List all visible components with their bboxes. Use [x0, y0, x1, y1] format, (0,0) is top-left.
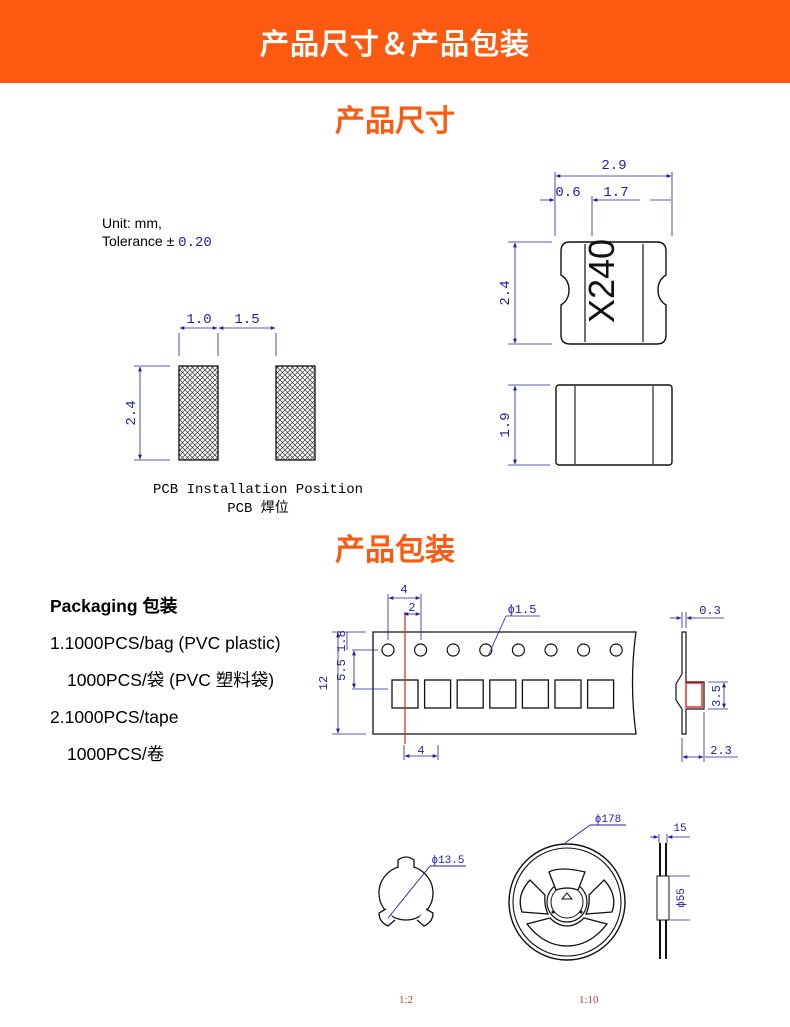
pcb-pads-drawing: 1.0 1.5 2.4	[124, 312, 316, 461]
tape-pocket	[423, 679, 452, 709]
component-top-view: X240 2.9 0.6 1.7 2.4	[498, 158, 673, 345]
tape-pocket	[521, 679, 550, 709]
tolerance-line: Tolerance ± 0.20	[102, 232, 212, 252]
tape-dim-thickness: 0.3	[699, 604, 721, 618]
header-title: 产品尺寸＆产品包装	[259, 26, 530, 61]
tape-pocket	[554, 679, 582, 709]
tape-pocket-section	[685, 682, 703, 708]
unit-note: Unit: mm, Tolerance ± 0.20	[102, 214, 212, 252]
pcb-caption-cn: PCB 焊位	[227, 501, 289, 517]
tape-pocket	[489, 679, 517, 709]
component-dim-thickness: 1.9	[498, 412, 514, 437]
carrier-tape-top: 4 2 ϕ1.5 1.8 5.5 12 4	[317, 583, 637, 760]
section-title-dimensions: 产品尺寸	[335, 104, 455, 139]
component-body-outline	[560, 241, 667, 345]
sprocket-hole	[609, 643, 623, 657]
reel-dim-width: 15	[673, 823, 686, 835]
tape-dim-pocket-pitch: 4	[417, 744, 424, 758]
tape-dim-total-depth: 2.3	[710, 744, 732, 758]
component-side-view: 1.9	[498, 384, 673, 466]
pcb-pad-left	[178, 365, 219, 461]
packaging-heading: Packaging 包装	[50, 596, 178, 616]
tape-pocket	[456, 679, 484, 709]
tolerance-label: Tolerance ±	[102, 233, 175, 249]
packaging-item: 1.1000PCS/bag (PVC plastic)	[50, 633, 281, 653]
section-title-packaging: 产品包装	[335, 533, 455, 568]
tape-dim-hole: ϕ1.5	[508, 603, 537, 617]
sprocket-hole	[511, 643, 526, 657]
tape-dim-center: 5.5	[335, 659, 349, 681]
hub-dim-diameter: ϕ13.5	[431, 855, 464, 867]
tape-dim-width: 12	[317, 676, 331, 690]
packaging-item: 1000PCS/卷	[67, 744, 165, 764]
header-banner: 产品尺寸＆产品包装	[0, 0, 790, 83]
tape-dim-half-pitch: 2	[408, 601, 415, 615]
pcb-dim-gap: 1.0	[186, 312, 211, 328]
tape-dim-pocket-depth: 3.5	[710, 685, 724, 707]
component-marking: X240	[581, 239, 622, 323]
unit-label: Unit: mm,	[102, 215, 162, 231]
reel-dim-core: ϕ55	[676, 888, 688, 908]
reel-front-drawing: ϕ178	[508, 814, 626, 961]
sprocket-hole	[414, 643, 428, 657]
sprocket-hole	[446, 643, 460, 657]
component-dim-total: 2.9	[601, 158, 626, 174]
reel-dim-diameter: ϕ178	[595, 814, 621, 826]
tolerance-value: 0.20	[178, 235, 212, 251]
reel-side-drawing: 15 ϕ55	[650, 823, 690, 959]
scale-reel: 1:10	[579, 994, 599, 1006]
pcb-pad-right	[275, 365, 316, 461]
pcb-dim-pad: 1.5	[234, 312, 259, 328]
sprocket-hole	[576, 643, 591, 657]
reel-hub-drawing: ϕ13.5	[378, 855, 466, 927]
tape-pocket	[586, 679, 615, 709]
sprocket-hole	[544, 643, 558, 657]
tape-dim-edge: 1.8	[335, 630, 349, 652]
pcb-dim-height: 2.4	[124, 400, 140, 425]
packaging-item: 2.1000PCS/tape	[50, 707, 179, 727]
component-side-outline	[555, 384, 673, 466]
scale-hub: 1:2	[399, 994, 414, 1006]
component-dim-height: 2.4	[498, 280, 514, 305]
carrier-tape-side: 0.3 3.5 2.3	[670, 604, 738, 762]
packaging-list: Packaging 包装 1.1000PCS/bag (PVC plastic)…	[50, 593, 281, 778]
sprocket-hole	[381, 643, 395, 657]
tape-dim-pitch: 4	[400, 583, 407, 597]
component-dim-end: 0.6	[555, 185, 580, 201]
sprocket-hole	[479, 643, 493, 657]
packaging-item: 1000PCS/袋 (PVC 塑料袋)	[67, 670, 275, 690]
component-dim-mid: 1.7	[603, 185, 628, 201]
pcb-caption: PCB Installation Position PCB 焊位	[128, 481, 388, 519]
pcb-caption-en: PCB Installation Position	[152, 482, 364, 498]
